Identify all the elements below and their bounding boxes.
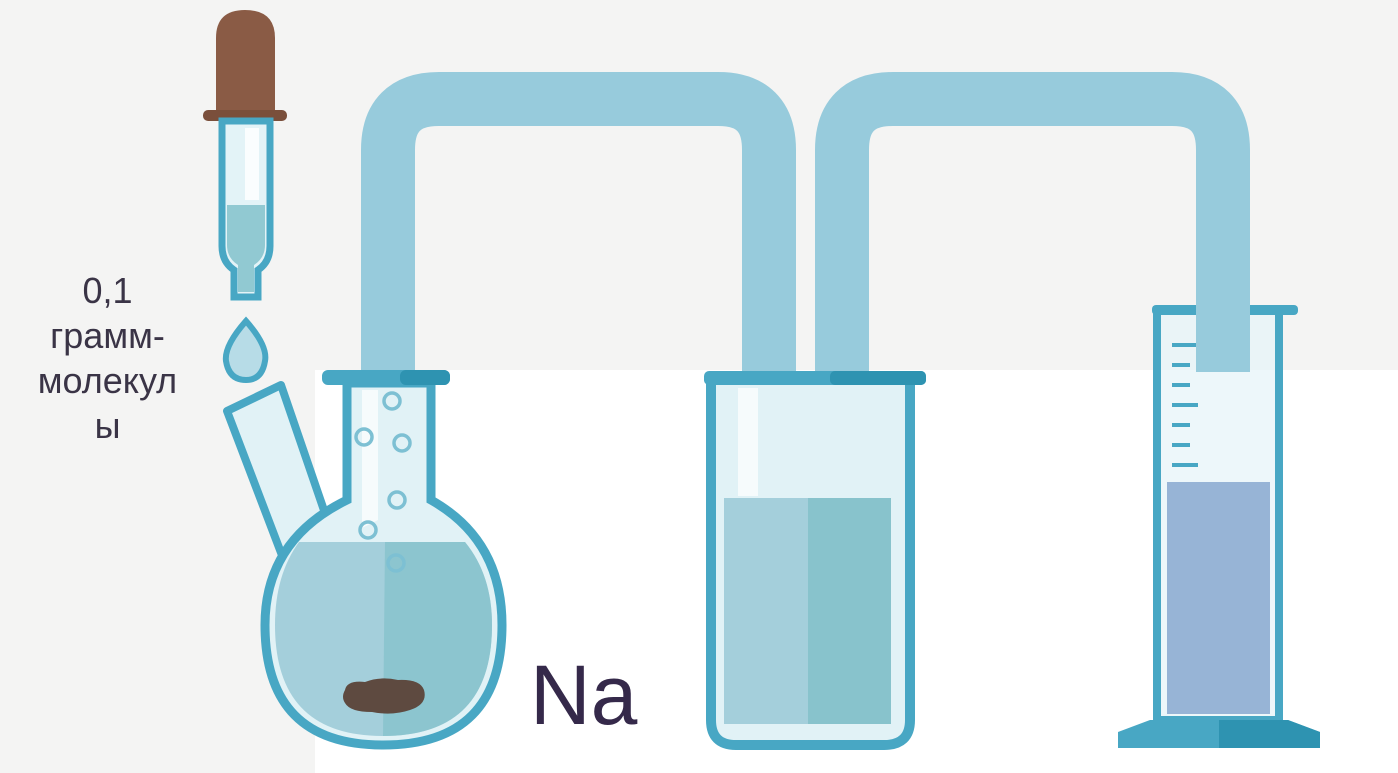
flask-highlight (362, 390, 378, 528)
scale-tick (1172, 343, 1198, 347)
dropper (203, 10, 287, 301)
beaker-rim-shade (830, 371, 926, 385)
reagent-amount-line-4: ы (94, 405, 121, 446)
scale-tick (1172, 383, 1190, 387)
scale-tick (1172, 363, 1190, 367)
scale-tick (1172, 423, 1190, 427)
flask-rim-shade (400, 370, 450, 385)
bubble (387, 490, 407, 510)
beaker-highlight (738, 388, 758, 496)
element-symbol-label: Na (530, 648, 638, 742)
bubble (354, 427, 374, 447)
round-bottom-flask (223, 370, 507, 750)
bubble (392, 433, 412, 453)
reagent-amount-line-1: 0,1 (82, 270, 133, 311)
beaker-liquid-shade (808, 498, 891, 724)
cylinder-base-shade (1219, 720, 1320, 748)
reagent-amount-line-2: грамм- (50, 315, 165, 356)
cylinder-liquid (1167, 482, 1270, 714)
scale-tick (1172, 463, 1198, 467)
reagent-amount-line-3: молекул (37, 360, 178, 401)
bubble (358, 520, 378, 540)
dropper-bulb (216, 10, 275, 115)
gas-tube-left (361, 72, 796, 378)
gas-tube-right (815, 72, 1250, 378)
cylinder-scale (1172, 343, 1198, 467)
beaker (704, 371, 926, 750)
scale-tick (1172, 443, 1190, 447)
dropper-highlight (245, 128, 259, 200)
liquid-drop (222, 316, 269, 384)
graduated-cylinder (1118, 305, 1320, 748)
scale-tick (1172, 403, 1198, 407)
dropper-liquid (227, 205, 265, 292)
reagent-amount-label: 0,1 грамм- молекул ы (0, 268, 215, 448)
bubble (382, 391, 402, 411)
sodium-lump (343, 678, 425, 714)
gas-tube-outlet (1196, 300, 1250, 372)
bubble (386, 553, 406, 573)
